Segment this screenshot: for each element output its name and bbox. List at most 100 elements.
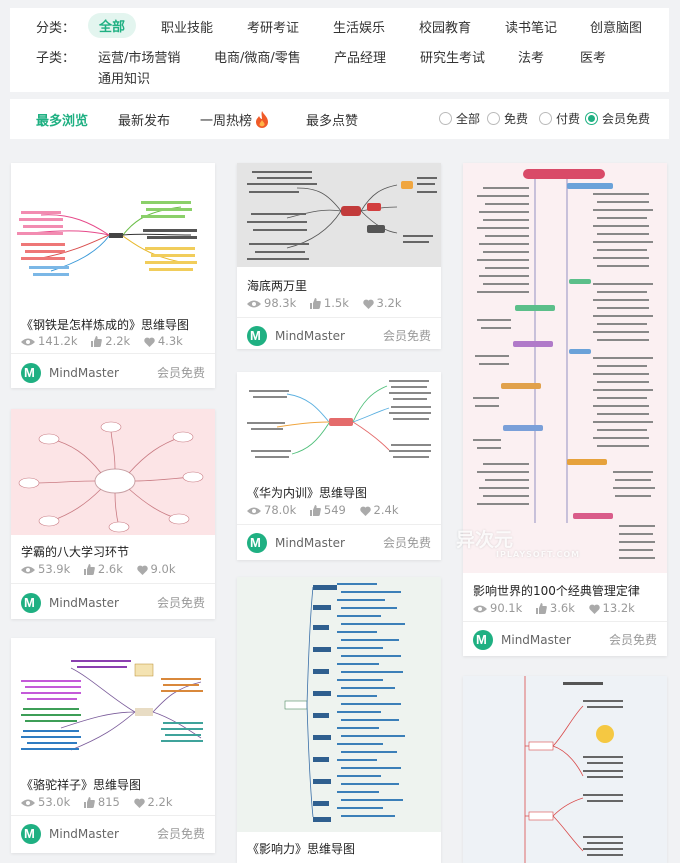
- category-chip-creative[interactable]: 创意脑图: [590, 21, 643, 36]
- card-title[interactable]: 《影响力》思维导图: [247, 842, 356, 856]
- likes-stat: 1.5k: [309, 296, 349, 310]
- radio-circle-icon: [539, 112, 552, 125]
- views-count: 53.9k: [38, 562, 71, 576]
- views-count: 90.1k: [490, 601, 523, 615]
- sort-tab-weekly-hot[interactable]: 一周热榜: [200, 110, 269, 129]
- sort-bar: 最多浏览 最新发布 一周热榜 最多点赞 全部 免费 付费 会员免费: [10, 99, 669, 139]
- sort-tab-newest[interactable]: 最新发布: [118, 114, 171, 129]
- card-title[interactable]: 《华为内训》思维导图: [247, 486, 368, 500]
- subcategory-label: 子类：: [36, 51, 76, 66]
- subcategory-chip-ecommerce[interactable]: 电商/微商/零售: [214, 51, 301, 66]
- mindmaster-logo-icon: [21, 824, 41, 844]
- subcategory-chip-pm[interactable]: 产品经理: [334, 51, 387, 66]
- card-author[interactable]: MindMaster: [21, 363, 119, 383]
- price-radio-paid[interactable]: 付费: [539, 110, 580, 127]
- author-name: MindMaster: [49, 596, 119, 610]
- category-label: 分类：: [36, 21, 76, 36]
- sort-tab-most-viewed[interactable]: 最多浏览: [36, 114, 89, 129]
- likes-count: 2.6k: [97, 562, 123, 576]
- price-radio-member-free[interactable]: 会员免费: [585, 110, 650, 127]
- card-stats: 141.2k 2.2k 4.3k: [21, 334, 193, 348]
- category-filter-panel: 分类： 全部 职业技能 考研考证 生活娱乐 校园教育 读书笔记 创意脑图 子类：…: [10, 8, 669, 92]
- eye-icon: [247, 507, 261, 515]
- price-radio-member-free-label: 会员免费: [602, 112, 651, 126]
- card-author[interactable]: MindMaster: [247, 326, 345, 346]
- eye-icon: [473, 605, 487, 613]
- card-title[interactable]: 学霸的八大学习环节: [21, 545, 130, 559]
- views-stat: 78.0k: [247, 503, 296, 517]
- heart-icon: [144, 337, 155, 347]
- card-divider: [237, 317, 441, 318]
- subcategory-chip-law[interactable]: 法考: [518, 51, 545, 66]
- thumbs-up-icon: [83, 564, 95, 575]
- template-card[interactable]: 《华为内训》思维导图 78.0k 549 2.4k MindMaster 会员免…: [237, 372, 441, 560]
- card-author[interactable]: MindMaster: [21, 593, 119, 613]
- eye-icon: [21, 338, 35, 346]
- price-radio-free[interactable]: 免费: [487, 110, 528, 127]
- sort-tab-most-liked[interactable]: 最多点赞: [306, 114, 359, 129]
- category-chip-all[interactable]: 全部: [88, 13, 137, 38]
- radio-circle-icon: [487, 112, 500, 125]
- mindmaster-logo-icon: [247, 326, 267, 346]
- mindmap-thumbnail: [237, 163, 441, 267]
- category-chip-campus[interactable]: 校园教育: [419, 21, 472, 36]
- views-stat: 98.3k: [247, 296, 296, 310]
- price-radio-all[interactable]: 全部: [439, 110, 480, 127]
- mindmap-thumbnail: [11, 638, 215, 768]
- card-stats: 53.9k 2.6k 9.0k: [21, 562, 185, 576]
- heart-icon: [588, 604, 600, 614]
- radio-checked-icon: [585, 112, 598, 125]
- price-radio-all-label: 全部: [456, 112, 481, 126]
- card-author[interactable]: MindMaster: [247, 533, 345, 553]
- card-divider: [11, 583, 215, 584]
- template-card[interactable]: [463, 676, 667, 863]
- template-card[interactable]: 影响世界的100个经典管理定律 90.1k 3.6k 13.2k MindMas…: [463, 163, 667, 656]
- card-price: 会员免费: [382, 329, 431, 343]
- heart-icon: [133, 798, 145, 808]
- card-title[interactable]: 《钢铁是怎样炼成的》思维导图: [21, 318, 190, 332]
- author-name: MindMaster: [501, 633, 571, 647]
- card-title[interactable]: 《骆驼祥子》思维导图: [21, 778, 142, 792]
- likes-count: 549: [323, 503, 346, 517]
- likes-stat: 815: [83, 795, 120, 809]
- likes-count: 815: [97, 795, 120, 809]
- author-name: MindMaster: [275, 536, 345, 550]
- mindmap-thumbnail: [463, 676, 667, 863]
- category-chip-exam[interactable]: 考研考证: [247, 21, 300, 36]
- card-divider: [11, 815, 215, 816]
- template-card[interactable]: 《骆驼祥子》思维导图 53.0k 815 2.2k MindMaster 会员免…: [11, 638, 215, 853]
- likes-stat: 2.2k: [91, 334, 130, 348]
- likes-stat: 3.6k: [535, 601, 575, 615]
- card-divider: [463, 621, 667, 622]
- category-chip-reading[interactable]: 读书笔记: [505, 21, 558, 36]
- template-card[interactable]: 学霸的八大学习环节 53.9k 2.6k 9.0k MindMaster 会员免…: [11, 409, 215, 619]
- views-stat: 53.0k: [21, 795, 70, 809]
- template-card[interactable]: 《影响力》思维导图: [237, 577, 441, 863]
- card-price: 会员免费: [156, 596, 205, 610]
- card-divider: [237, 524, 441, 525]
- template-card[interactable]: 《钢铁是怎样炼成的》思维导图 141.2k 2.2k 4.3k MindMast…: [11, 163, 215, 388]
- favs-count: 4.3k: [157, 334, 183, 348]
- eye-icon: [247, 300, 261, 308]
- mindmaster-logo-icon: [21, 363, 41, 383]
- card-stats: 98.3k 1.5k 3.2k: [247, 296, 411, 310]
- card-stats: 90.1k 3.6k 13.2k: [473, 601, 645, 615]
- thumbs-up-icon: [91, 336, 103, 347]
- author-name: MindMaster: [49, 827, 119, 841]
- subcategory-chip-general[interactable]: 通用知识: [98, 72, 151, 87]
- category-chip-career[interactable]: 职业技能: [161, 21, 214, 36]
- card-title[interactable]: 海底两万里: [247, 279, 308, 293]
- author-name: MindMaster: [275, 329, 345, 343]
- subcategory-chip-medical[interactable]: 医考: [580, 51, 607, 66]
- mindmap-thumbnail: [11, 409, 215, 535]
- card-author[interactable]: MindMaster: [21, 824, 119, 844]
- subcategory-chip-marketing[interactable]: 运营/市场营销: [98, 51, 181, 66]
- subcategory-chip-postgrad[interactable]: 研究生考试: [420, 51, 486, 66]
- price-radio-free-label: 免费: [504, 112, 529, 126]
- card-title[interactable]: 影响世界的100个经典管理定律: [473, 584, 640, 598]
- card-stats: 78.0k 549 2.4k: [247, 503, 408, 517]
- card-author[interactable]: MindMaster: [473, 630, 571, 650]
- template-card[interactable]: 海底两万里 98.3k 1.5k 3.2k MindMaster 会员免费: [237, 163, 441, 349]
- category-chip-life[interactable]: 生活娱乐: [333, 21, 386, 36]
- favs-stat: 3.2k: [362, 296, 401, 310]
